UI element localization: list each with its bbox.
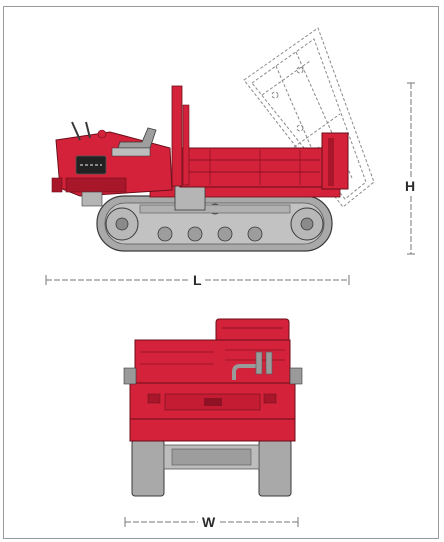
crawler-track [96,195,333,252]
width-dimension [124,517,299,527]
dump-bed [171,85,349,190]
length-dimension [45,275,350,285]
side-view [51,27,375,252]
height-label: H [405,178,416,194]
engine-cab [51,121,173,207]
length-label: L [193,272,202,288]
width-label: W [202,514,216,530]
front-view [123,318,303,497]
height-dimension [407,82,415,255]
